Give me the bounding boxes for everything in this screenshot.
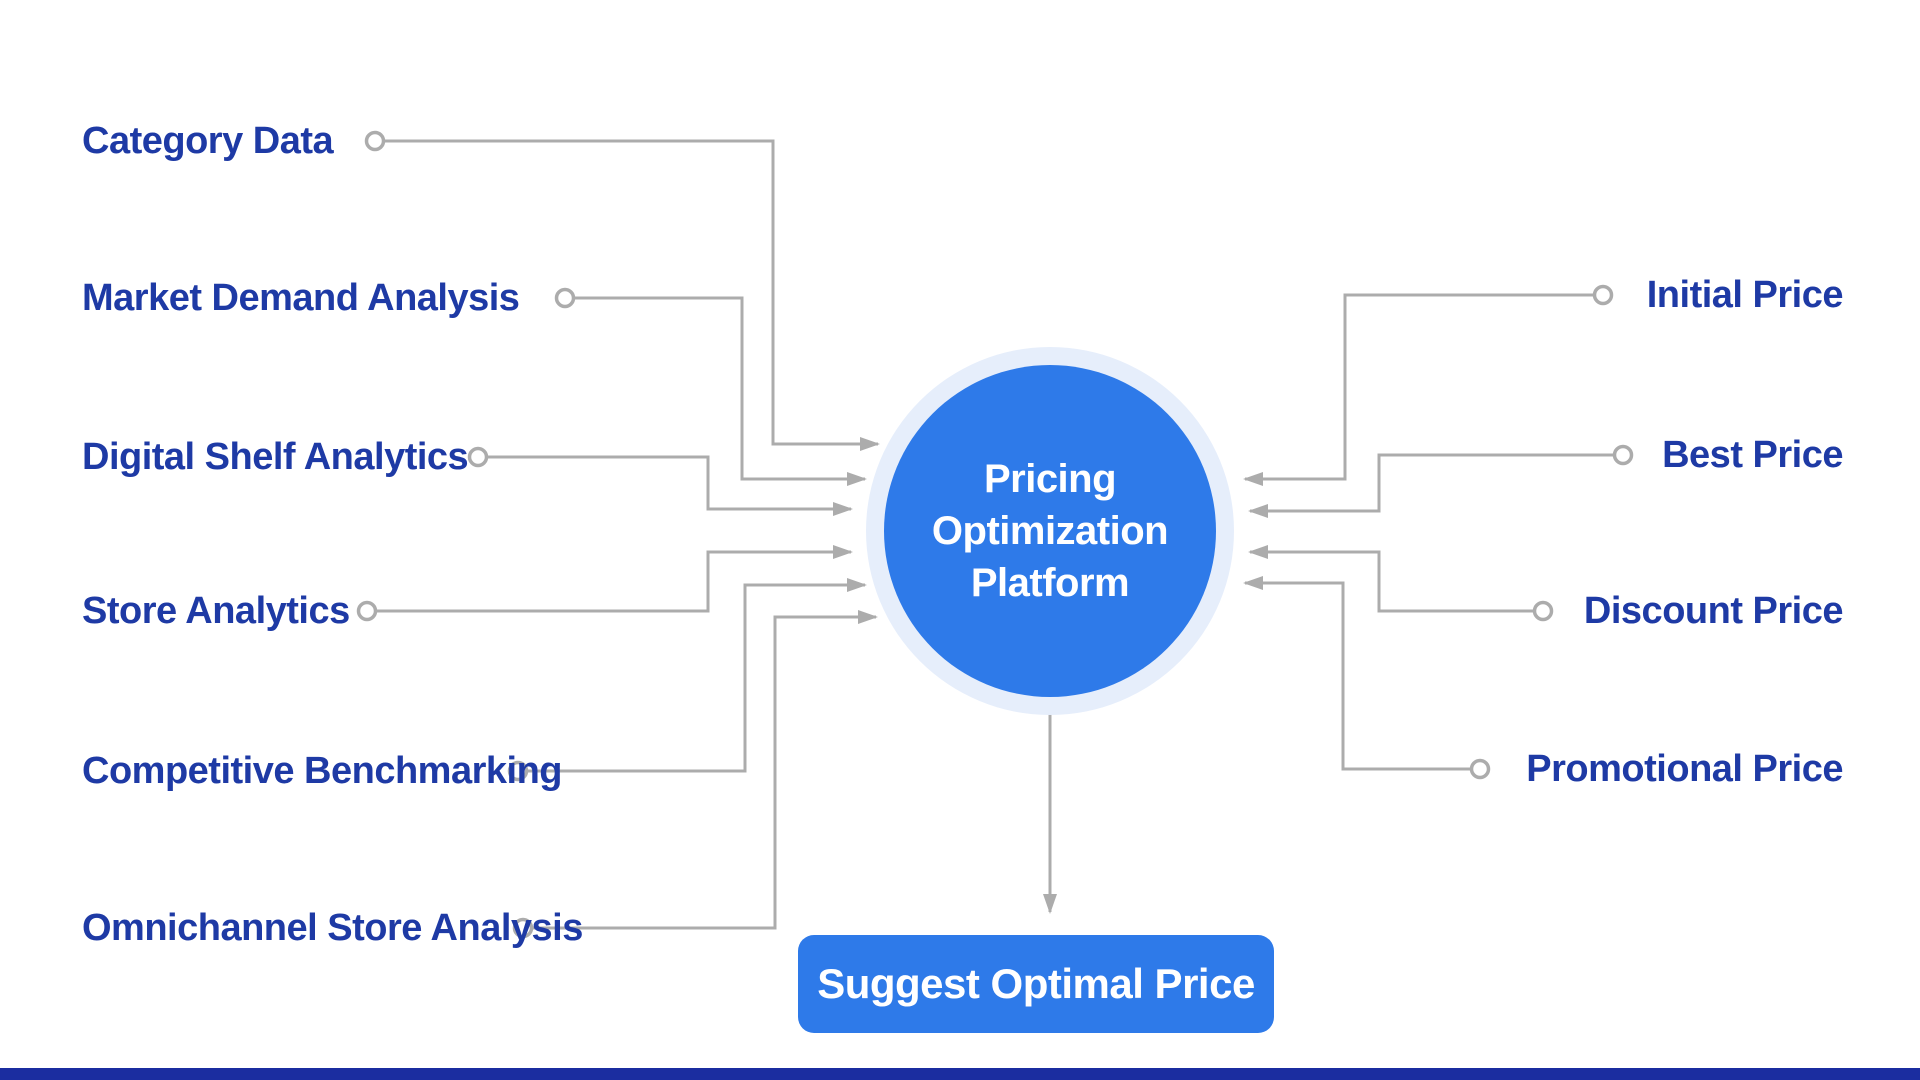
center-node: Pricing Optimization Platform bbox=[884, 365, 1216, 697]
center-node-title-line1: Pricing bbox=[983, 457, 1117, 501]
output-label-initial-price: Initial Price bbox=[1646, 274, 1844, 316]
output-label-promotional-price: Promotional Price bbox=[1526, 748, 1843, 790]
ring-marker-omnichannel-store-analysis bbox=[512, 917, 534, 939]
connector-category-data bbox=[384, 139, 880, 451]
input-label-omnichannel-store-analysis: Omnichannel Store Analysis bbox=[82, 907, 583, 949]
output-label-best-price: Best Price bbox=[1662, 434, 1843, 476]
ring-marker-initial-price bbox=[1592, 284, 1614, 306]
connector-initial-price bbox=[1243, 293, 1594, 486]
connector-competitive-benchmarking bbox=[527, 578, 867, 773]
ring-marker-market-demand-analysis bbox=[554, 287, 576, 309]
connector-digital-shelf-analytics bbox=[487, 455, 853, 516]
center-node-title-line2: Optimization bbox=[931, 509, 1169, 553]
input-label-store-analytics: Store Analytics bbox=[82, 590, 350, 632]
ring-marker-discount-price bbox=[1532, 600, 1554, 622]
input-label-market-demand-analysis: Market Demand Analysis bbox=[82, 277, 520, 319]
output-label-discount-price: Discount Price bbox=[1583, 590, 1844, 632]
connector-store-analytics bbox=[376, 545, 853, 613]
input-label-digital-shelf-analytics: Digital Shelf Analytics bbox=[82, 436, 469, 478]
suggest-optimal-price-button[interactable]: Suggest Optimal Price bbox=[798, 935, 1274, 1033]
footer-bar bbox=[0, 1068, 1920, 1080]
input-label-category-data: Category Data bbox=[82, 120, 334, 162]
input-label-competitive-benchmarking: Competitive Benchmarking bbox=[82, 750, 563, 792]
connector-market-demand-analysis bbox=[574, 296, 867, 486]
ring-marker-store-analytics bbox=[356, 600, 378, 622]
ring-marker-digital-shelf-analytics bbox=[467, 446, 489, 468]
center-node-title-line3: Platform bbox=[970, 561, 1130, 605]
ring-marker-best-price bbox=[1612, 444, 1634, 466]
connector-promotional-price bbox=[1243, 576, 1471, 771]
connector-omnichannel-store-analysis bbox=[532, 610, 878, 930]
ring-marker-promotional-price bbox=[1469, 758, 1491, 780]
connector-best-price bbox=[1248, 453, 1614, 518]
connector-discount-price bbox=[1248, 545, 1534, 613]
ring-marker-competitive-benchmarking bbox=[507, 760, 529, 782]
ring-marker-category-data bbox=[364, 130, 386, 152]
